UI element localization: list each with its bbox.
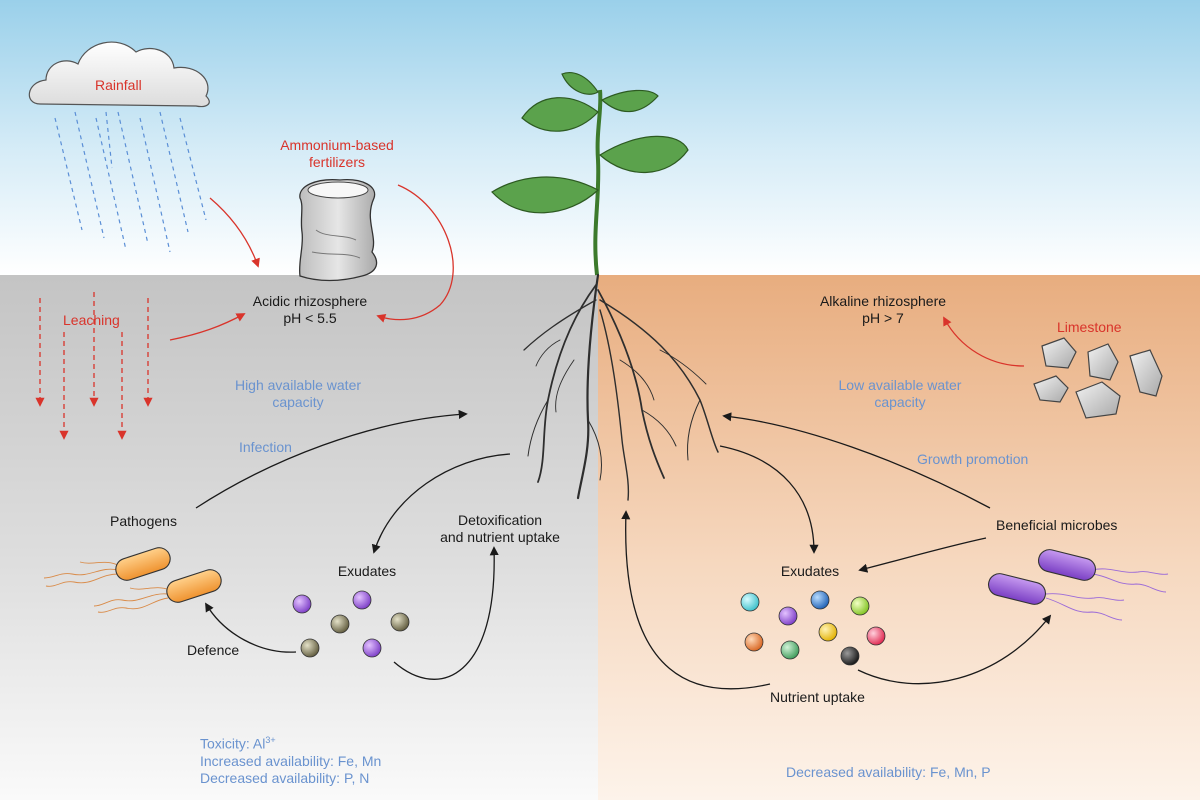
pathogen-bacteria xyxy=(43,547,222,613)
acidic-availability-notes: Toxicity: Al3+ Increased availability: F… xyxy=(200,732,381,787)
exudate-ball xyxy=(778,606,798,626)
low-water-capacity-line-1: Low available water xyxy=(838,377,962,393)
infection-label: Infection xyxy=(239,439,292,455)
beneficial-cell-2 xyxy=(987,573,1047,605)
exudate-ball xyxy=(866,626,886,646)
leaching-label: Leaching xyxy=(63,312,120,328)
exudates-alkaline xyxy=(740,590,886,666)
beneficial-cell-1 xyxy=(1037,549,1097,581)
increased-availability-note: Increased availability: Fe, Mn xyxy=(200,752,382,769)
leaf-2 xyxy=(599,135,689,174)
defence-arrow xyxy=(205,602,297,653)
detoxification-line-1: Detoxification xyxy=(457,512,543,528)
alkaline-rhizosphere-title: Alkaline rhizosphere xyxy=(819,293,947,309)
growth-promotion-arrow xyxy=(722,412,991,509)
beneficial-flagella xyxy=(1045,568,1169,621)
fertilizer-bag-icon xyxy=(298,179,378,282)
low-water-capacity-line-2: capacity xyxy=(874,394,926,410)
high-water-capacity-line-2: capacity xyxy=(272,394,324,410)
toxicity-text: Toxicity: Al xyxy=(200,735,266,752)
exudate-ball xyxy=(300,638,320,658)
defence-label: Defence xyxy=(187,642,240,658)
detoxification-arrow xyxy=(393,546,499,680)
pathogen-cell-1 xyxy=(115,547,171,581)
pathogen-cell-2 xyxy=(166,569,222,603)
pathogen-flagella xyxy=(43,561,171,613)
fertilizers-label-line-1: Ammonium-based xyxy=(280,137,394,153)
toxicity-superscript: 3+ xyxy=(265,735,276,745)
limestone-label: Limestone xyxy=(1057,319,1122,335)
toxicity-note: Toxicity: Al3+ xyxy=(200,732,381,753)
leaf-3 xyxy=(521,97,599,132)
root-to-exudates-arrow-left xyxy=(371,453,511,554)
detoxification-line-2: and nutrient uptake xyxy=(440,529,560,545)
acidic-rhizosphere-label: Acidic rhizosphere pH < 5.5 xyxy=(235,293,385,327)
high-water-capacity-label: High available water capacity xyxy=(218,377,378,411)
process-arrows xyxy=(195,409,1052,690)
exudate-ball xyxy=(840,646,860,666)
exudate-ball xyxy=(352,590,372,610)
fertilizer-arrow xyxy=(376,184,454,323)
nutrient-uptake-arrow-right xyxy=(857,614,1052,685)
nutrient-uptake-arrow-left xyxy=(621,510,771,690)
exudates-acidic xyxy=(292,590,410,658)
high-water-capacity-line-1: High available water xyxy=(234,377,362,393)
decreased-availability-note-left: Decreased availability: P, N xyxy=(200,769,370,786)
beneficial-microbes-label: Beneficial microbes xyxy=(996,517,1118,533)
leaf-5 xyxy=(561,71,599,95)
leaf-4 xyxy=(600,89,659,113)
fertilizers-label: Ammonium-based fertilizers xyxy=(272,137,402,171)
fertilizers-label-line-2: fertilizers xyxy=(308,154,365,170)
root-to-exudates-arrow-right xyxy=(719,445,819,554)
low-water-capacity-label: Low available water capacity xyxy=(820,377,980,411)
microbes-to-exudates-arrow xyxy=(858,537,987,573)
exudate-ball xyxy=(780,640,800,660)
acidic-soil-panel xyxy=(0,275,598,800)
leaf-1 xyxy=(491,176,600,214)
cloud-icon xyxy=(28,41,210,108)
acidic-rhizosphere-title: Acidic rhizosphere xyxy=(252,293,368,309)
limestone-rocks-icon xyxy=(1033,337,1163,419)
exudate-ball xyxy=(850,596,870,616)
rainfall-arrow xyxy=(209,197,260,268)
exudate-ball xyxy=(330,614,350,634)
exudate-ball xyxy=(744,632,764,652)
leaching-to-rhizosphere-arrow xyxy=(169,313,246,341)
plant-roots xyxy=(523,273,719,501)
rain-drops xyxy=(54,111,207,253)
exudate-ball xyxy=(810,590,830,610)
rainfall-label: Rainfall xyxy=(95,77,142,93)
exudate-ball xyxy=(818,622,838,642)
pathogens-label: Pathogens xyxy=(110,513,177,529)
exudates-label-left: Exudates xyxy=(337,563,397,579)
exudate-ball xyxy=(390,612,410,632)
exudate-ball xyxy=(740,592,760,612)
beneficial-microbes xyxy=(987,549,1169,621)
decreased-availability-note-right: Decreased availability: Fe, Mn, P xyxy=(786,764,991,780)
sky-background xyxy=(0,0,1200,275)
exudate-ball xyxy=(362,638,382,658)
growth-promotion-label: Growth promotion xyxy=(917,451,1029,467)
nutrient-uptake-label: Nutrient uptake xyxy=(770,689,865,705)
exudate-ball xyxy=(292,594,312,614)
infection-arrow xyxy=(195,409,468,509)
plant-shoot xyxy=(491,71,689,276)
exudates-label-right: Exudates xyxy=(780,563,840,579)
alkaline-rhizosphere-label: Alkaline rhizosphere pH > 7 xyxy=(808,293,958,327)
limestone-arrow xyxy=(943,316,1025,367)
detoxification-label: Detoxification and nutrient uptake xyxy=(425,512,575,546)
acidic-rhizosphere-ph: pH < 5.5 xyxy=(283,310,337,326)
leaching-arrows xyxy=(35,292,153,440)
alkaline-rhizosphere-ph: pH > 7 xyxy=(862,310,904,326)
